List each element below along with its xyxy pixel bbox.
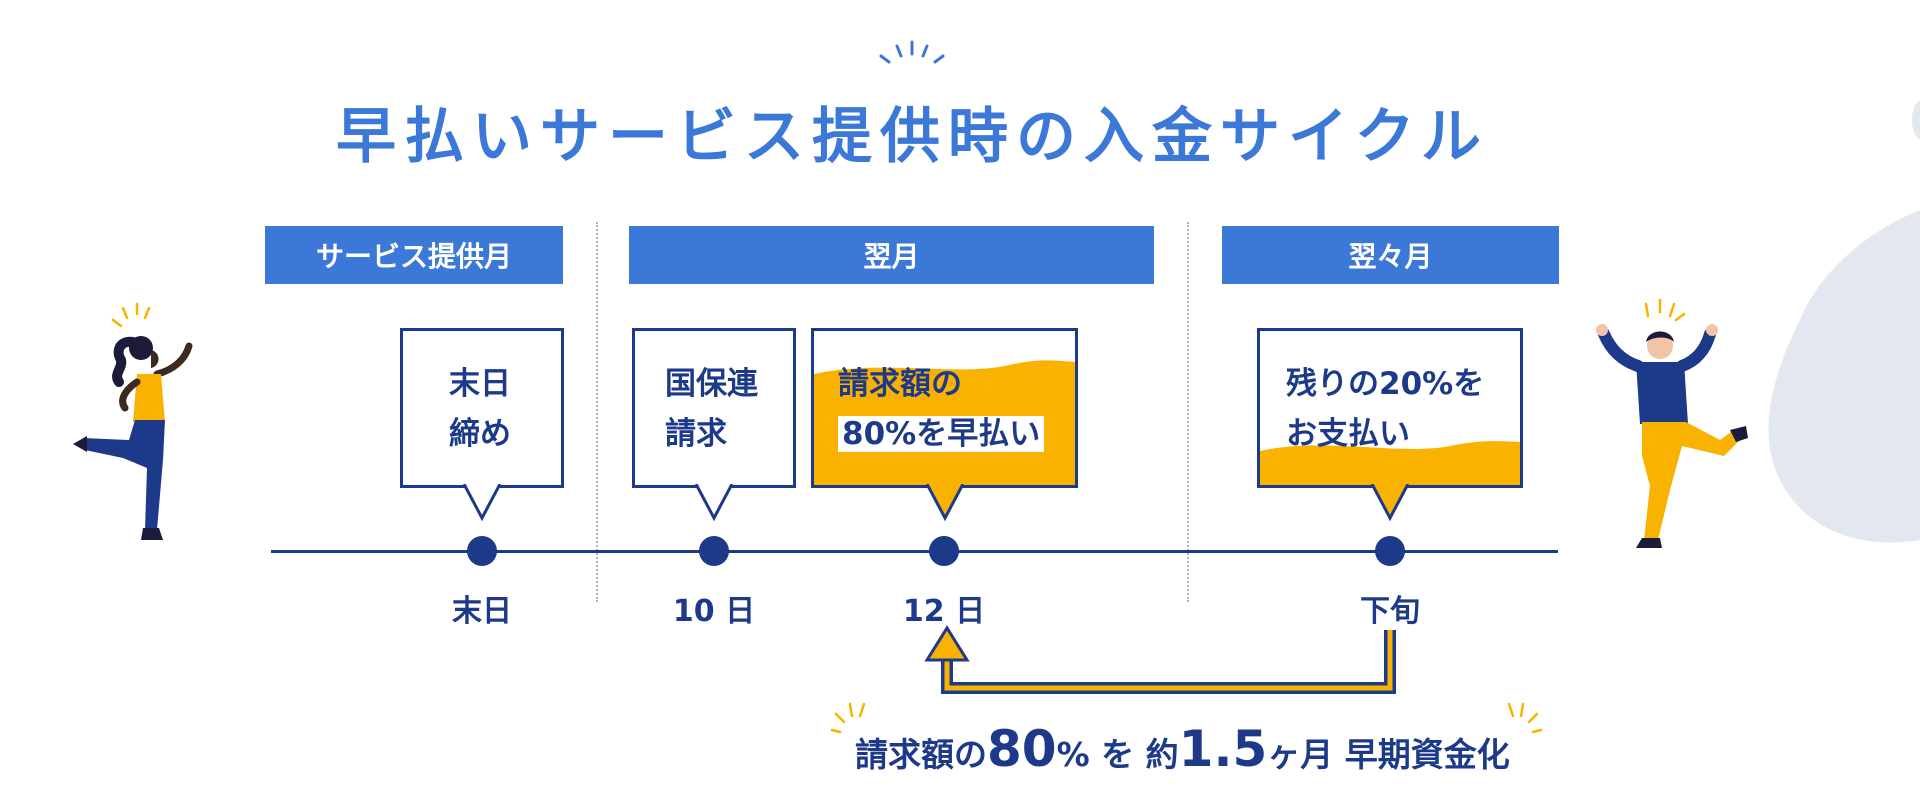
summary-months: 1.5 — [1178, 720, 1268, 778]
date-label: 末日 — [452, 594, 512, 629]
summary-percent-unit: % — [1056, 735, 1090, 774]
summary-text: 請求額の — [855, 735, 987, 774]
bubble-line: 国保連 — [665, 366, 758, 402]
separator — [1187, 222, 1189, 602]
fill-wave — [1260, 441, 1520, 485]
summary-text: を 約 — [1101, 735, 1179, 774]
timeline-dot — [929, 536, 959, 566]
summary-percent: 80 — [987, 720, 1057, 778]
bubble-early-payment: 請求額の 80%を早払い — [811, 328, 1078, 488]
date-label: 10 日 — [672, 594, 756, 629]
timeline-dot — [1375, 536, 1405, 566]
bubble-line: 請求 — [665, 416, 727, 452]
bubble-remaining-payment: 残りの20%をお支払い — [1257, 328, 1523, 488]
bubble-tail — [462, 484, 502, 522]
woman-jumping-illustration — [73, 302, 193, 540]
banner-month-after-next: 翌々月 — [1222, 226, 1559, 284]
bubble-line-highlight: 80%を早払い — [838, 416, 1045, 452]
timeline-line — [271, 550, 1558, 553]
bubble-tail — [925, 484, 965, 522]
banner-service-month: サービス提供月 — [265, 226, 563, 284]
man-jumping-illustration — [1596, 298, 1748, 548]
bubble-tail — [694, 484, 734, 522]
bubble-line: 請求額の — [838, 366, 962, 402]
background-blob — [1768, 210, 1920, 543]
page-title: 早払いサービス提供時の入金サイクル — [336, 102, 1489, 172]
bubble-line: お支払い — [1286, 416, 1410, 452]
return-arrow — [924, 625, 1396, 694]
summary-message: 請求額の80% を 約1.5ヶ月 早期資金化 — [855, 720, 1510, 778]
bubble-billing: 国保連請求 — [632, 328, 796, 488]
sparkle-icon — [1507, 702, 1543, 734]
sparkle-icon — [879, 40, 945, 64]
bubble-tail — [1370, 484, 1410, 522]
banner-next-month: 翌月 — [629, 226, 1154, 284]
bubble-line: 末日 — [449, 366, 511, 402]
date-label: 12 日 — [902, 594, 986, 629]
separator — [596, 222, 598, 602]
summary-text: ヶ月 早期資金化 — [1267, 735, 1510, 774]
background-blob-edge — [1912, 100, 1920, 140]
bubble-line: 締め — [449, 416, 511, 452]
bubble-line: 残りの20%を — [1286, 366, 1485, 402]
bubble-closing: 末日締め — [400, 328, 564, 488]
sparkle-icon — [830, 702, 866, 734]
date-label: 下旬 — [1360, 594, 1420, 629]
timeline-dot — [699, 536, 729, 566]
timeline-dot — [467, 536, 497, 566]
